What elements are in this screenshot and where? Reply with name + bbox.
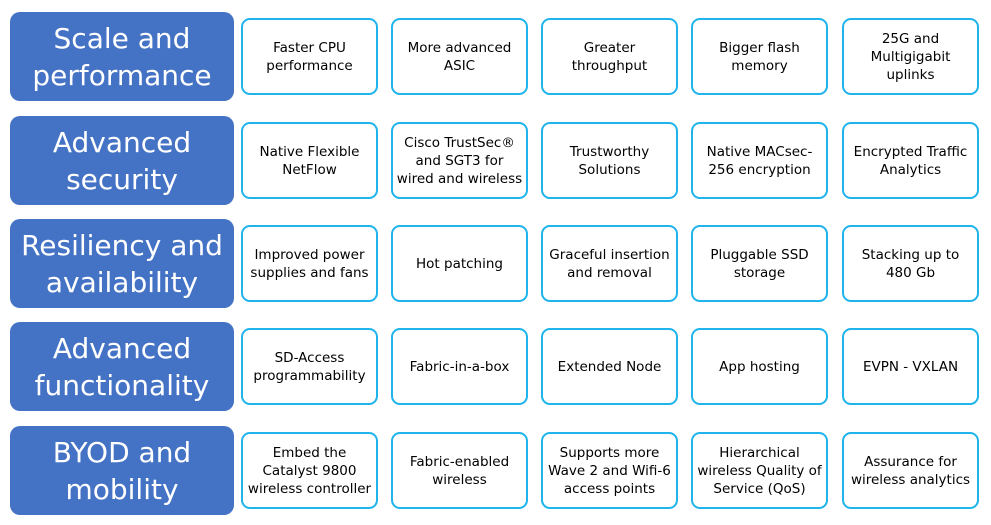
feature-item: App hosting bbox=[691, 328, 828, 405]
feature-item: Trustworthy Solutions bbox=[541, 122, 678, 199]
feature-item: Embed the Catalyst 9800 wireless control… bbox=[241, 432, 378, 509]
category-box: Advanced security bbox=[10, 116, 234, 205]
feature-item: Supports more Wave 2 and Wifi-6 access p… bbox=[541, 432, 678, 509]
category-box: Advanced functionality bbox=[10, 322, 234, 411]
feature-item: Fabric-in-a-box bbox=[391, 328, 528, 405]
category-box: BYOD and mobility bbox=[10, 426, 234, 515]
category-box: Resiliency and availability bbox=[10, 219, 234, 308]
feature-item: Assurance for wireless analytics bbox=[842, 432, 979, 509]
feature-item: Improved power supplies and fans bbox=[241, 225, 378, 302]
feature-item: Extended Node bbox=[541, 328, 678, 405]
feature-item: Cisco TrustSec® and SGT3 for wired and w… bbox=[391, 122, 528, 199]
feature-item: Graceful insertion and removal bbox=[541, 225, 678, 302]
feature-item: 25G and Multigigabit uplinks bbox=[842, 18, 979, 95]
feature-item: Faster CPU performance bbox=[241, 18, 378, 95]
feature-item: Stacking up to 480 Gb bbox=[842, 225, 979, 302]
feature-item: EVPN - VXLAN bbox=[842, 328, 979, 405]
feature-item: Hierarchical wireless Quality of Service… bbox=[691, 432, 828, 509]
feature-item: Fabric-enabled wireless bbox=[391, 432, 528, 509]
feature-item: Greater throughput bbox=[541, 18, 678, 95]
feature-item: Hot patching bbox=[391, 225, 528, 302]
feature-item: Native Flexible NetFlow bbox=[241, 122, 378, 199]
feature-item: Encrypted Traffic Analytics bbox=[842, 122, 979, 199]
feature-item: SD-Access programmability bbox=[241, 328, 378, 405]
feature-item: Pluggable SSD storage bbox=[691, 225, 828, 302]
feature-item: Bigger flash memory bbox=[691, 18, 828, 95]
feature-item: More advanced ASIC bbox=[391, 18, 528, 95]
category-box: Scale and performance bbox=[10, 12, 234, 101]
feature-item: Native MACsec-256 encryption bbox=[691, 122, 828, 199]
